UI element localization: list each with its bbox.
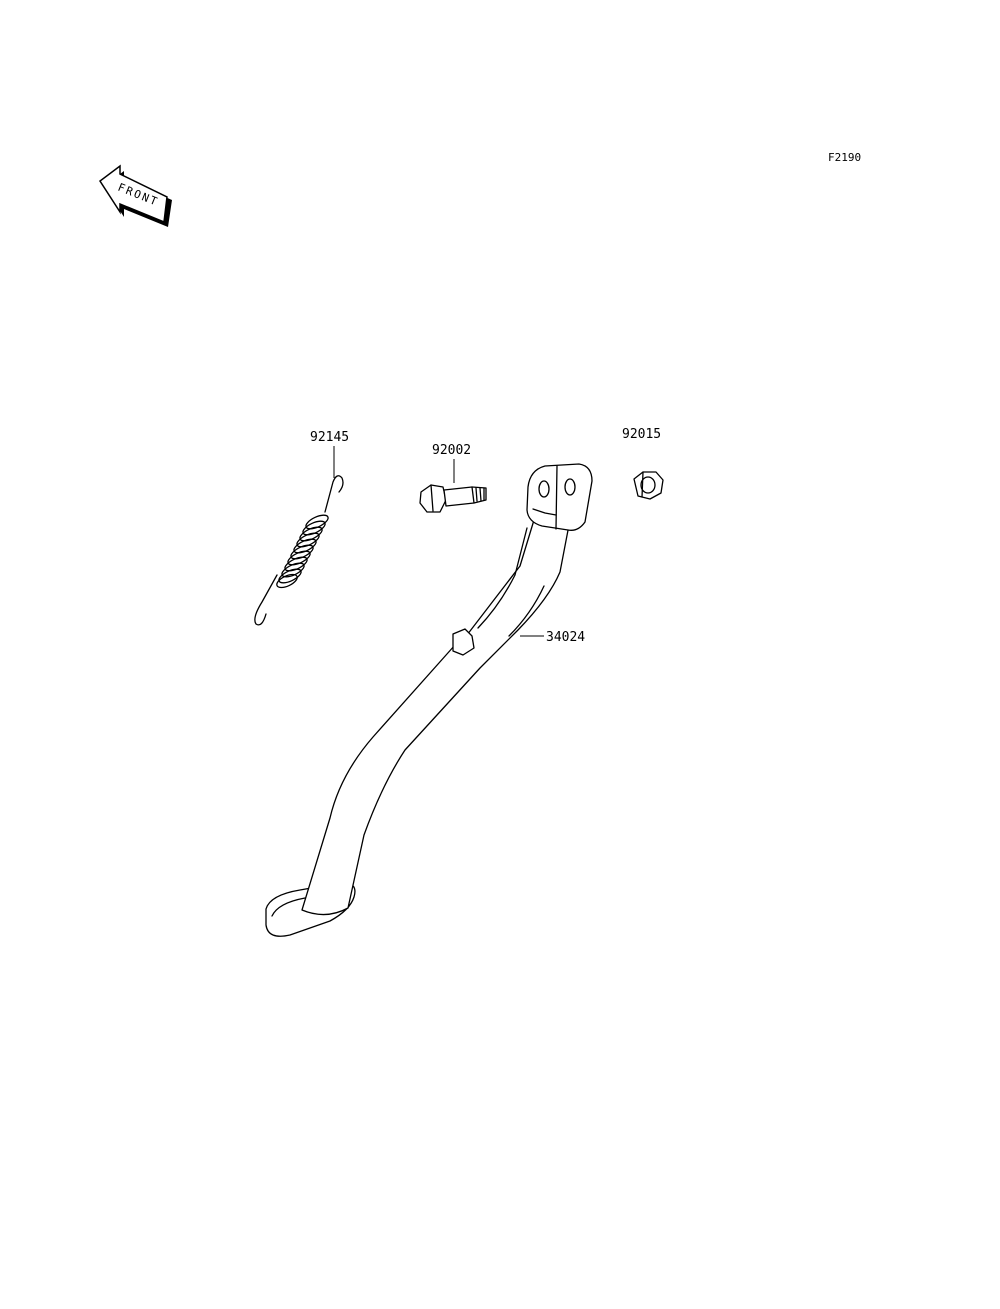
- front-arrow-icon: FRONT: [98, 164, 172, 227]
- spring-icon: [254, 475, 344, 626]
- part-number-92145: 92145: [310, 430, 349, 445]
- part-number-92002: 92002: [432, 443, 471, 458]
- figure-code: F2190: [828, 151, 861, 164]
- nut-icon: [633, 471, 664, 500]
- part-number-92015: 92015: [622, 427, 661, 442]
- part-number-34024: 34024: [546, 630, 585, 645]
- bolt-icon: [419, 484, 487, 513]
- side-stand-icon: [265, 463, 593, 937]
